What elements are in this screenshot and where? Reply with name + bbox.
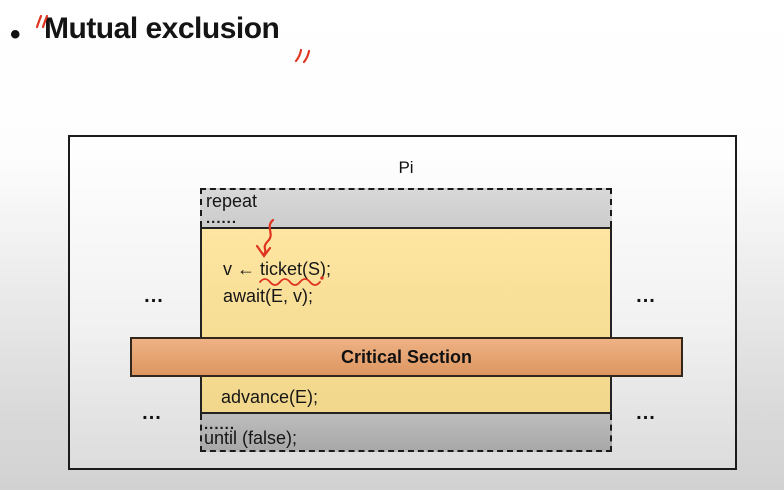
until-ellipsis: ...... — [204, 416, 236, 433]
code-ticket-line: v ← ticket(S); — [223, 259, 332, 279]
other-processes-ellipsis-right-bottom: ... — [636, 402, 656, 424]
repeat-ellipsis: ...... — [206, 210, 238, 227]
process-label: Pi — [398, 158, 414, 177]
process-loop-box: repeat ...... v ← ticket(S); await(E, v)… — [200, 188, 612, 452]
red-quote-close-icon — [294, 48, 311, 64]
process-frame: Pi repeat ...... v ← ticket(S); await(E,… — [68, 135, 737, 470]
other-processes-ellipsis-left-top: ... — [144, 285, 164, 307]
until-keyword: until (false); — [204, 428, 298, 448]
other-processes-ellipsis-left-bottom: ... — [142, 402, 162, 424]
repeat-keyword: repeat — [206, 191, 258, 211]
until-section: ...... until (false); — [200, 414, 612, 452]
critical-section-label: Critical Section — [340, 346, 473, 367]
code-await-line: await(E, v); — [223, 286, 314, 306]
code-advance-line: advance(E); — [221, 387, 319, 407]
critical-section-bar: Critical Section — [130, 337, 683, 377]
page-title: Mutual exclusion — [44, 12, 280, 45]
other-processes-ellipsis-right-top: ... — [636, 285, 656, 307]
repeat-section: repeat ...... — [200, 188, 612, 227]
bullet-marker: • — [10, 18, 21, 51]
entry-exit-protocol-section: v ← ticket(S); await(E, v); advance(E); — [200, 227, 612, 414]
